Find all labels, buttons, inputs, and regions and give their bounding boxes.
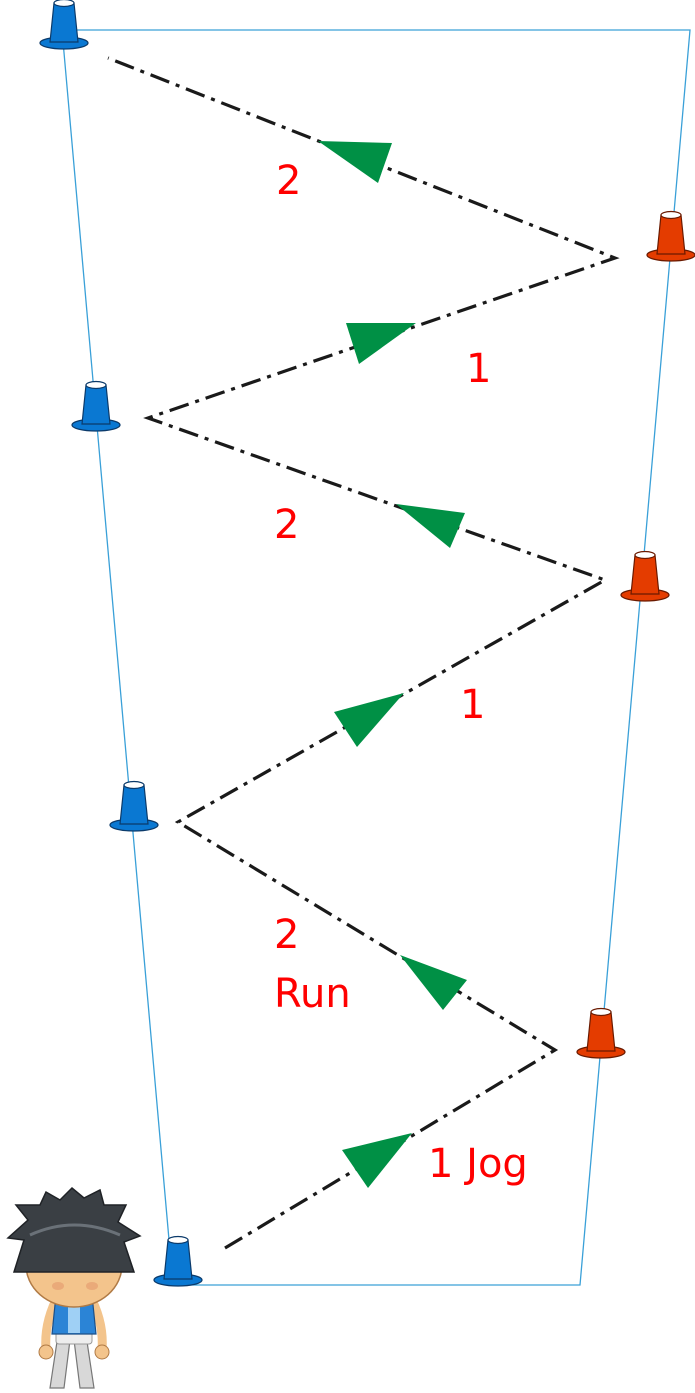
direction-arrow-icon [400,955,467,1010]
direction-arrow-icon [334,693,404,747]
direction-arrow-icon [346,323,416,364]
segment-label: 2 [274,502,299,548]
red-cone-icon [646,210,695,262]
segment-label: 1 [466,346,491,392]
blue-cone-icon [109,780,159,832]
direction-arrow-icon [396,504,465,548]
segment-label: Run [274,971,351,1017]
segment-label: 1 [460,682,485,728]
red-cone-icon [620,550,670,602]
zigzag-path [107,56,620,1250]
segment-label: 2 [276,158,301,204]
segment-label: 1 Jog [428,1141,528,1187]
segment-label: 2 [274,912,299,958]
field-boundary [61,29,691,1286]
red-cone-icon [576,1007,626,1059]
blue-cone-icon [71,380,121,432]
blue-cone-icon [39,0,89,50]
direction-arrow-icon [342,1133,412,1188]
blue-cone-icon [153,1235,203,1287]
direction-arrow-icon [318,141,392,183]
arrows [318,141,467,1188]
runner-figure-icon [6,1186,142,1389]
